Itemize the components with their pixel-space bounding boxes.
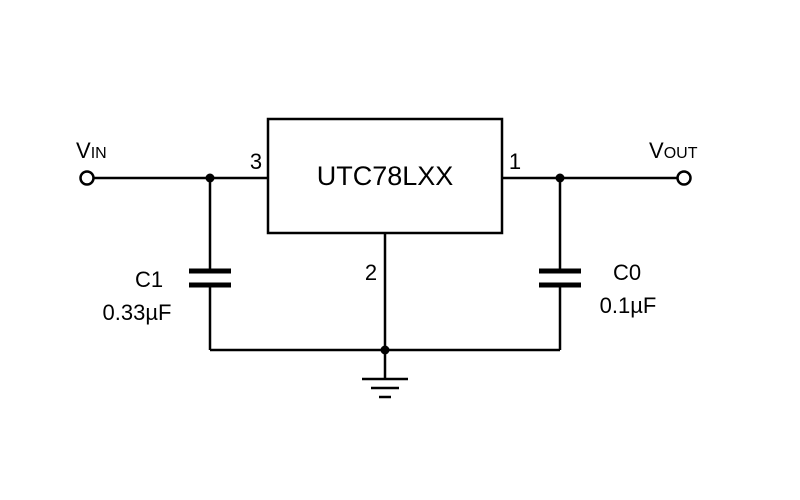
pin-label-output: 1 [509,149,521,174]
ic-body [266,117,504,235]
input-terminal [79,170,95,186]
pin-label-input: 3 [250,149,262,174]
vin-label: VIN [76,138,107,163]
ic-part-number: UTC78LXX [317,161,454,191]
junction-dot-output [555,173,565,183]
vout-label: VOUT [649,138,698,163]
vin-label-main: V [76,138,91,163]
vout-label-sub: OUT [664,145,698,162]
junction-dot-input [205,173,215,183]
vin-label-sub: IN [91,145,107,162]
output-terminal [676,170,692,186]
c0-value-label: 0.1µF [600,293,657,318]
pin-label-ground: 2 [365,260,377,285]
vout-label-main: V [649,138,664,163]
ground-icon [362,377,408,399]
c1-value-label: 0.33µF [103,300,172,325]
c0-name-label: C0 [613,260,641,285]
c1-name-label: C1 [135,267,163,292]
junction-dot-ground [380,345,390,355]
